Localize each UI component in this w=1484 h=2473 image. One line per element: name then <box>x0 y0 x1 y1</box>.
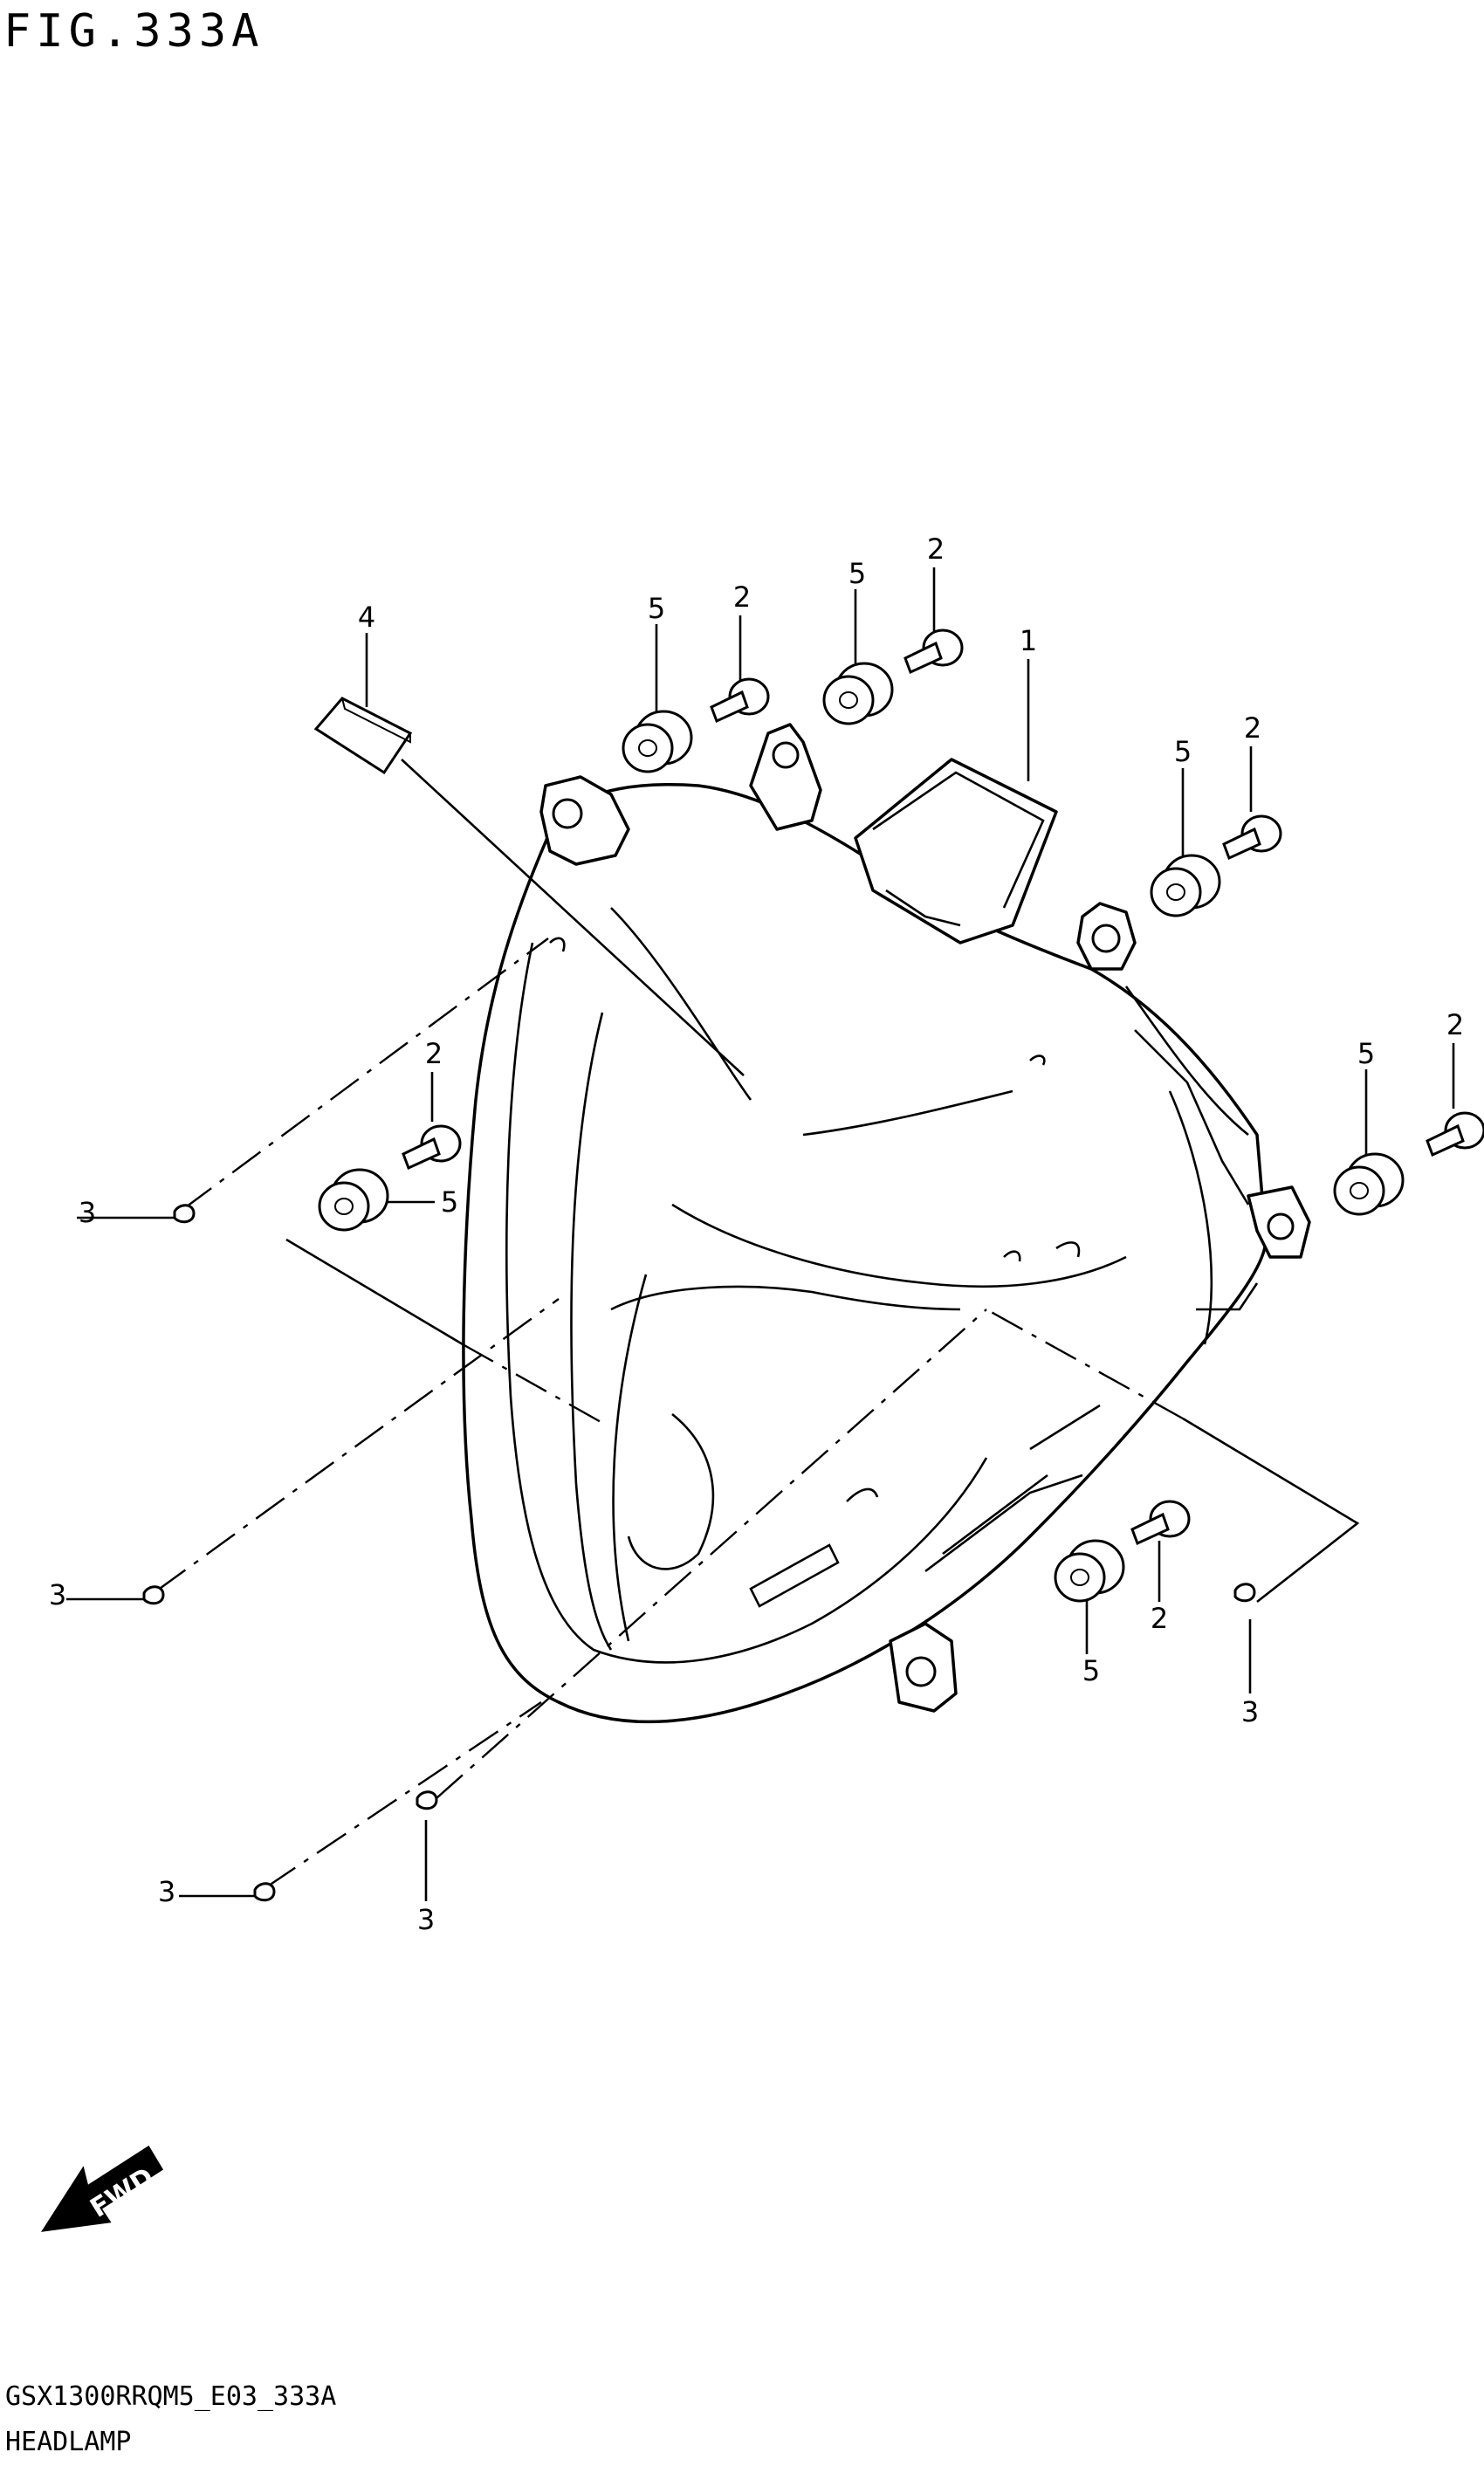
callout-2: 2 <box>1446 1008 1464 1041</box>
forward-direction-arrow: FWD <box>40 2145 164 2232</box>
figure-title: FIG.333A <box>3 5 265 58</box>
part-group-name: HEADLAMP <box>5 2427 132 2457</box>
callout-2: 2 <box>1244 711 1261 745</box>
callout-3: 3 <box>1241 1695 1259 1728</box>
leader-lines <box>66 567 1455 1901</box>
callout-5: 5 <box>441 1185 458 1219</box>
callout-2: 2 <box>927 532 945 566</box>
callout-1: 1 <box>1020 624 1037 657</box>
callout-2: 2 <box>733 580 751 614</box>
grommet-screw-top-left[interactable] <box>622 677 770 773</box>
grommet-screw-right-upper[interactable] <box>1150 814 1282 917</box>
callout-3: 3 <box>49 1578 66 1611</box>
part-4-pad[interactable] <box>313 697 413 775</box>
grommet-screw-bottom-right[interactable] <box>1054 1500 1191 1603</box>
grommet-screw-left-middle[interactable] <box>318 1124 462 1232</box>
callout-3: 3 <box>158 1875 175 1908</box>
grommet-screw-right-lower[interactable] <box>1333 1111 1484 1216</box>
clip-part-3-group[interactable] <box>142 1204 1256 1902</box>
callout-3: 3 <box>79 1196 96 1229</box>
grommet-screw-top-center[interactable] <box>822 629 964 725</box>
callout-5: 5 <box>1357 1037 1375 1070</box>
model-code: GSX1300RRQM5_E03_333A <box>5 2381 337 2412</box>
callout-2: 2 <box>1151 1602 1168 1635</box>
callout-5: 5 <box>648 592 665 625</box>
callout-3: 3 <box>417 1903 435 1936</box>
callout-2: 2 <box>425 1037 443 1070</box>
callout-4: 4 <box>358 601 375 634</box>
callout-5: 5 <box>1082 1654 1100 1687</box>
callout-labels: 1 2 2 2 2 2 2 3 3 3 3 3 4 5 5 5 5 5 5 <box>49 532 1464 1936</box>
callout-5: 5 <box>848 557 866 590</box>
callout-5: 5 <box>1174 735 1192 768</box>
headlamp-housing[interactable] <box>462 723 1311 1724</box>
